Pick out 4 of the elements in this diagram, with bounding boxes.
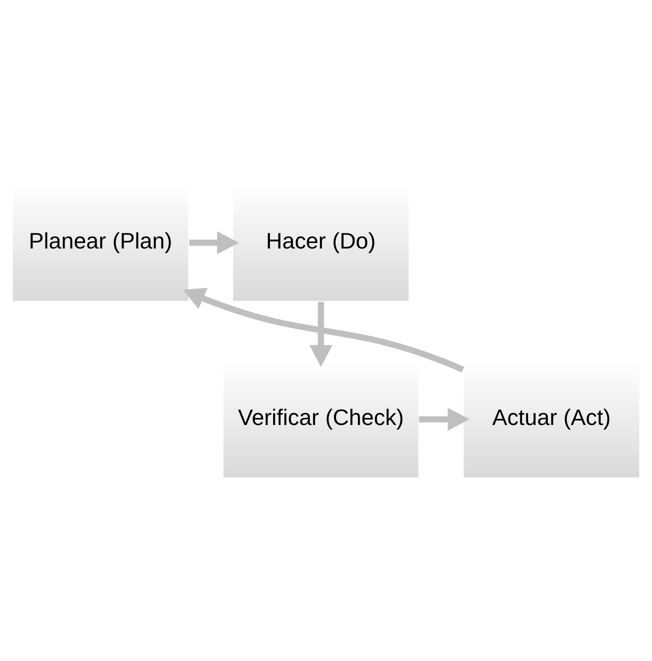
arrow: [183, 287, 464, 372]
arrow: [309, 301, 332, 366]
arrow: [419, 407, 470, 430]
arrow: [189, 230, 239, 254]
